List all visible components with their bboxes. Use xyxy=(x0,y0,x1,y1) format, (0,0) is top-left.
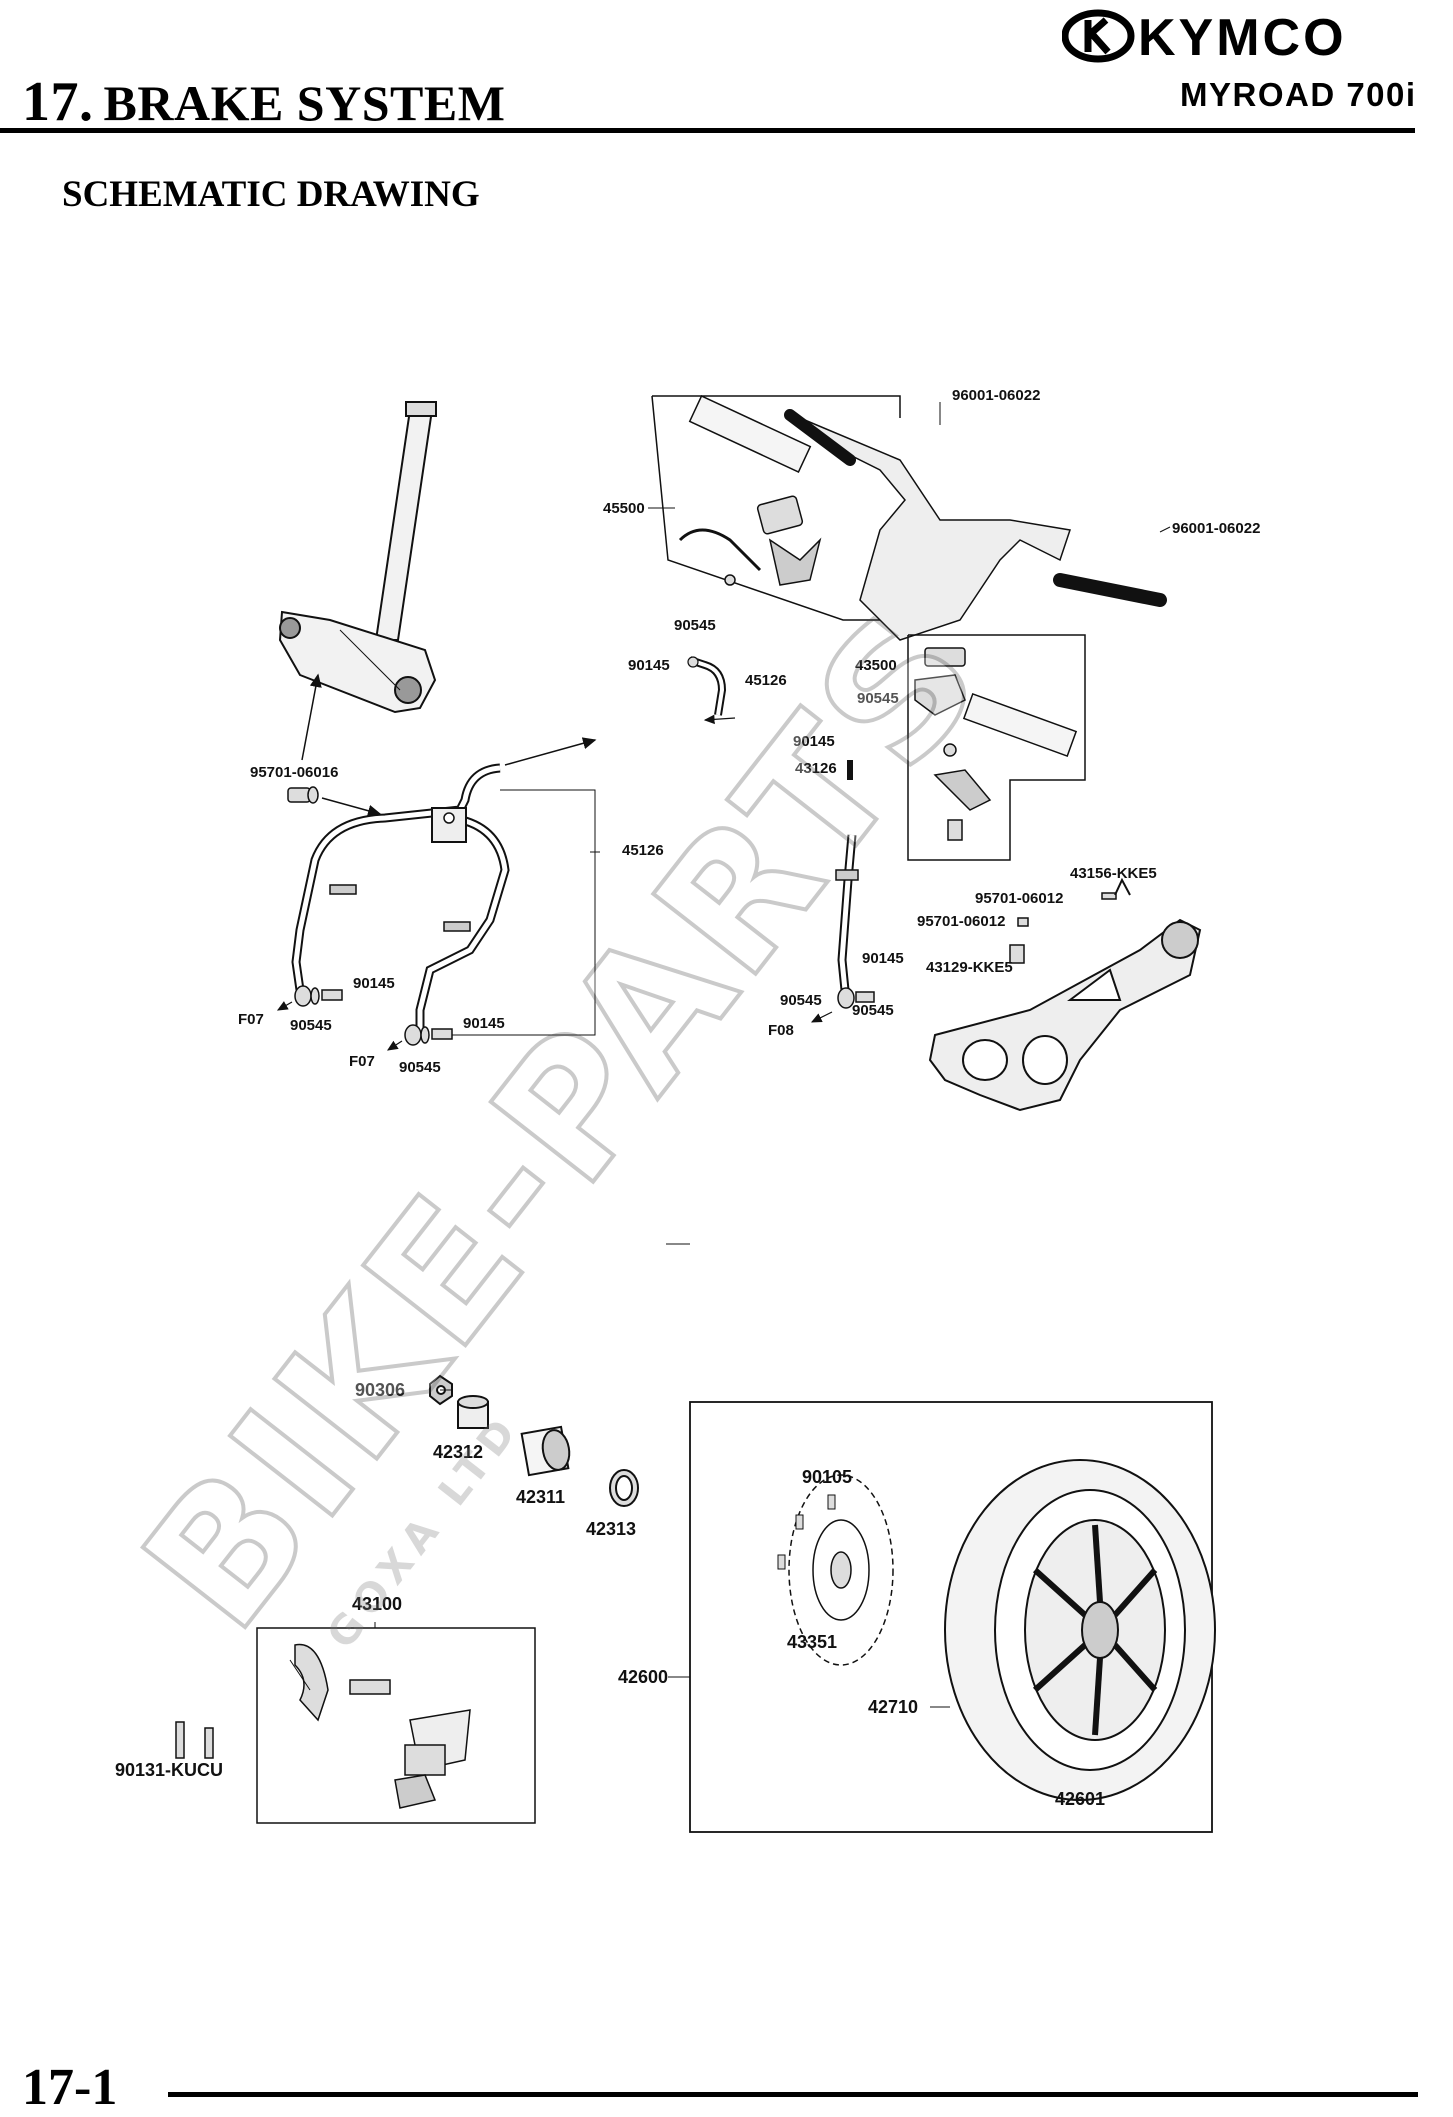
part-label-43156-KKE5: 43156-KKE5 xyxy=(1070,865,1157,882)
brake-disc-43351 xyxy=(788,1474,894,1666)
part-label-43126: 43126 xyxy=(795,760,837,777)
brand-name: KYMCO xyxy=(1138,9,1347,67)
model-name: MYROAD 700i xyxy=(1180,76,1417,113)
header-rule xyxy=(0,128,1415,133)
part-label-45126-upper: 45126 xyxy=(745,672,787,689)
part-label-90145-rear: 90145 xyxy=(862,950,904,967)
disc-bolts-90105 xyxy=(777,1494,836,1570)
section-title: SCHEMATIC DRAWING xyxy=(62,174,480,215)
part-label-90545-left-lower: 90545 xyxy=(399,1059,441,1076)
part-label-95701-06012-b: 95701-06012 xyxy=(917,913,1005,930)
kymco-logo-icon xyxy=(1062,9,1135,63)
part-label-43351: 43351 xyxy=(787,1632,837,1652)
part-label-43100: 43100 xyxy=(352,1594,402,1614)
swingarm-illustration xyxy=(928,918,1202,1112)
bolt-95701-06016 xyxy=(287,786,319,804)
part-label-90545-left: 90545 xyxy=(290,1017,332,1034)
hose-43126 xyxy=(835,760,875,1009)
banjo-fittings-front-left xyxy=(294,985,453,1046)
chapter-heading: 17.BRAKE SYSTEM xyxy=(22,74,505,130)
part-label-90545-master: 90545 xyxy=(857,690,899,707)
part-label-42601: 42601 xyxy=(1055,1789,1105,1809)
part-label-42313: 42313 xyxy=(586,1519,636,1539)
chapter-number: 17. xyxy=(22,71,94,133)
part-label-95701-06012-a: 95701-06012 xyxy=(975,890,1063,907)
part-label-90105: 90105 xyxy=(802,1467,852,1487)
part-label-42710: 42710 xyxy=(868,1697,918,1717)
rear-caliper-illustration xyxy=(256,1627,536,1824)
part-label-90545-upper: 90545 xyxy=(674,617,716,634)
steering-stem-illustration xyxy=(278,401,437,714)
part-label-90145-left-lower: 90145 xyxy=(463,1015,505,1032)
part-label-96001-06022-right: 96001-06022 xyxy=(1172,520,1260,537)
part-label-45500: 45500 xyxy=(603,500,645,517)
part-label-90545-rear-b: 90545 xyxy=(852,1002,894,1019)
part-label-90306: 90306 xyxy=(355,1380,405,1400)
part-label-45126-front: 45126 xyxy=(622,842,664,859)
part-label-96001-06022-top: 96001-06022 xyxy=(952,387,1040,404)
part-label-F08: F08 xyxy=(768,1022,794,1039)
part-label-95701-06016: 95701-06016 xyxy=(250,764,338,781)
part-label-90131-KUCU: 90131-KUCU xyxy=(115,1760,223,1780)
leader-lines xyxy=(374,402,1171,1708)
page-number: 17-1 xyxy=(22,2059,118,2116)
part-label-42600: 42600 xyxy=(618,1667,668,1687)
brake-hose-clamp-43129 xyxy=(1009,892,1117,964)
part-label-F07-b: F07 xyxy=(349,1053,375,1070)
part-label-F07-a: F07 xyxy=(238,1011,264,1028)
part-label-90145-master: 90145 xyxy=(793,733,835,750)
part-label-90145-left: 90145 xyxy=(353,975,395,992)
part-label-90545-rear-a: 90545 xyxy=(780,992,822,1009)
part-label-42312: 42312 xyxy=(433,1442,483,1462)
rear-master-cylinder-illustration xyxy=(907,634,1086,861)
bracket-43156 xyxy=(1114,877,1131,896)
part-label-43129-KKE5: 43129-KKE5 xyxy=(926,959,1013,976)
bolts-90131-KUCU xyxy=(175,1721,214,1759)
handlebar-assembly-illustration xyxy=(651,394,1167,641)
front-brake-hose-45126 xyxy=(291,763,510,1030)
footer-rule xyxy=(168,2092,1418,2097)
part-label-42311: 42311 xyxy=(516,1487,565,1507)
part-label-90145-upper: 90145 xyxy=(628,657,670,674)
part-labels: 96001-06022 96001-06022 45500 90545 9014… xyxy=(115,387,1260,1809)
chapter-title: BRAKE SYSTEM xyxy=(103,75,506,131)
rear-wheel-tire-42710 xyxy=(944,1459,1216,1801)
hose-45126-upper xyxy=(687,656,727,716)
part-label-43500: 43500 xyxy=(855,657,897,674)
